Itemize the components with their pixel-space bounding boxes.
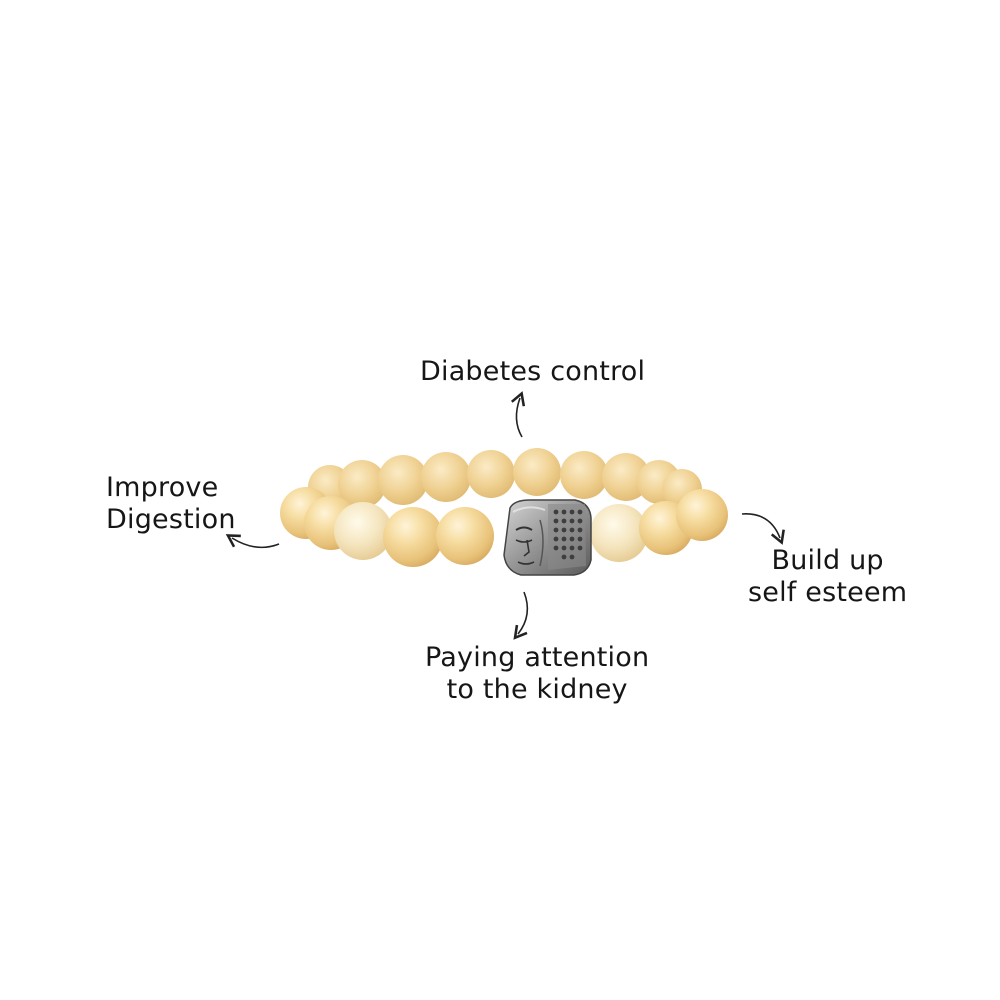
label-diabetes-text: Diabetes control [420, 356, 646, 387]
label-build-self-esteem: Build up self esteem [748, 545, 907, 609]
label-kidney-line-2: to the kidney [446, 674, 628, 705]
label-esteem-line-2: self esteem [748, 577, 908, 608]
label-digestion-line-2: Digestion [106, 504, 236, 535]
annotation-arrows [225, 391, 785, 640]
label-improve-digestion: Improve Digestion [106, 472, 236, 536]
label-kidney-line-1: Paying attention [425, 642, 650, 673]
bracelet-back-row [308, 448, 702, 509]
arrow-diabetes [510, 391, 526, 438]
label-diabetes-control: Diabetes control [420, 356, 645, 388]
label-digestion-line-1: Improve [106, 472, 219, 503]
label-kidney-attention: Paying attention to the kidney [425, 642, 649, 706]
bracelet-front-row [280, 487, 728, 567]
arrow-kidney [513, 591, 529, 640]
arrow-digestion [225, 534, 280, 549]
label-esteem-line-1: Build up [771, 545, 884, 576]
arrow-esteem [741, 513, 785, 545]
buddha-charm [503, 499, 592, 576]
